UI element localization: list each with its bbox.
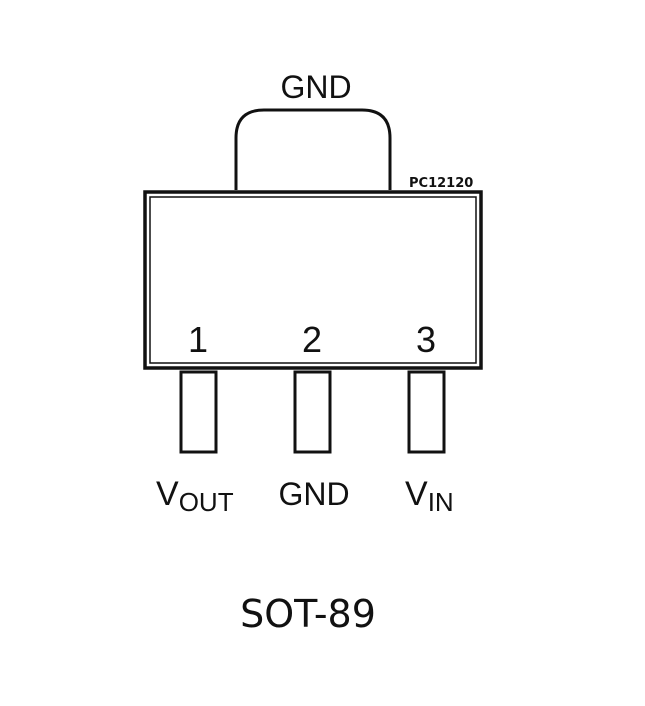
package-name: SOT-89	[240, 592, 376, 636]
pin-3-number: 3	[416, 319, 436, 360]
pin-1-label-sub: OUT	[179, 487, 234, 517]
pin-3-lead	[407, 370, 446, 454]
tab-label: GND	[280, 69, 351, 105]
package-body	[143, 190, 483, 370]
pin-1-number: 1	[188, 319, 208, 360]
pin-2-label: GND	[278, 476, 349, 512]
gnd-tab	[234, 108, 392, 190]
pin-3-label-sub: IN	[428, 487, 454, 517]
pin-2-number: 2	[302, 319, 322, 360]
pin-3-label: VIN	[405, 475, 454, 517]
pin-1-label-main: V	[156, 475, 179, 513]
part-code: PC12120	[409, 176, 473, 191]
pin-3-label-main: V	[405, 475, 428, 513]
pin-1-lead	[179, 370, 218, 454]
pin-2-lead	[293, 370, 332, 454]
pin-1-label: VOUT	[156, 475, 234, 517]
package-body-inner-outline	[149, 196, 477, 364]
